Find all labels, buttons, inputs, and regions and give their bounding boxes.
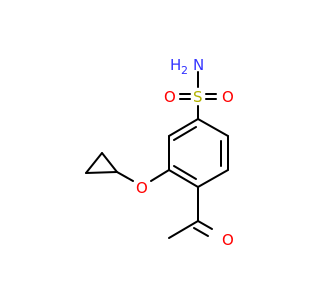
ring-bond [173,165,197,180]
ring-bond [168,169,199,188]
ring-bond [197,169,229,188]
ring-bond [168,118,199,137]
ring-bond [197,118,229,137]
molecule-structure: H N 2 S O O O O [85,56,234,249]
structure-canvas: H N 2 S O O O O [85,56,234,249]
sulfur-label: S [193,88,203,106]
o-c-bond [116,171,134,182]
cyclopropyl-bond [85,152,103,174]
aldehyde-o-label: O [222,231,234,249]
cyclopropyl-bond [85,171,118,174]
sulfonyl-o-left-label: O [164,88,176,106]
ring-bond [173,126,197,141]
cyclopropyl-bond [101,152,118,173]
c-o-bond [150,169,170,182]
sulfonyl-o-right-label: O [222,88,234,106]
amine-subscript: 2 [181,64,188,77]
ether-o-label: O [136,179,148,197]
amine-n-label: N [193,56,204,74]
cho-c-h-bond [168,220,199,239]
amine-h-label: H [170,56,181,74]
c-o-double-bond [197,220,213,230]
c-o-double-bond [193,227,209,237]
